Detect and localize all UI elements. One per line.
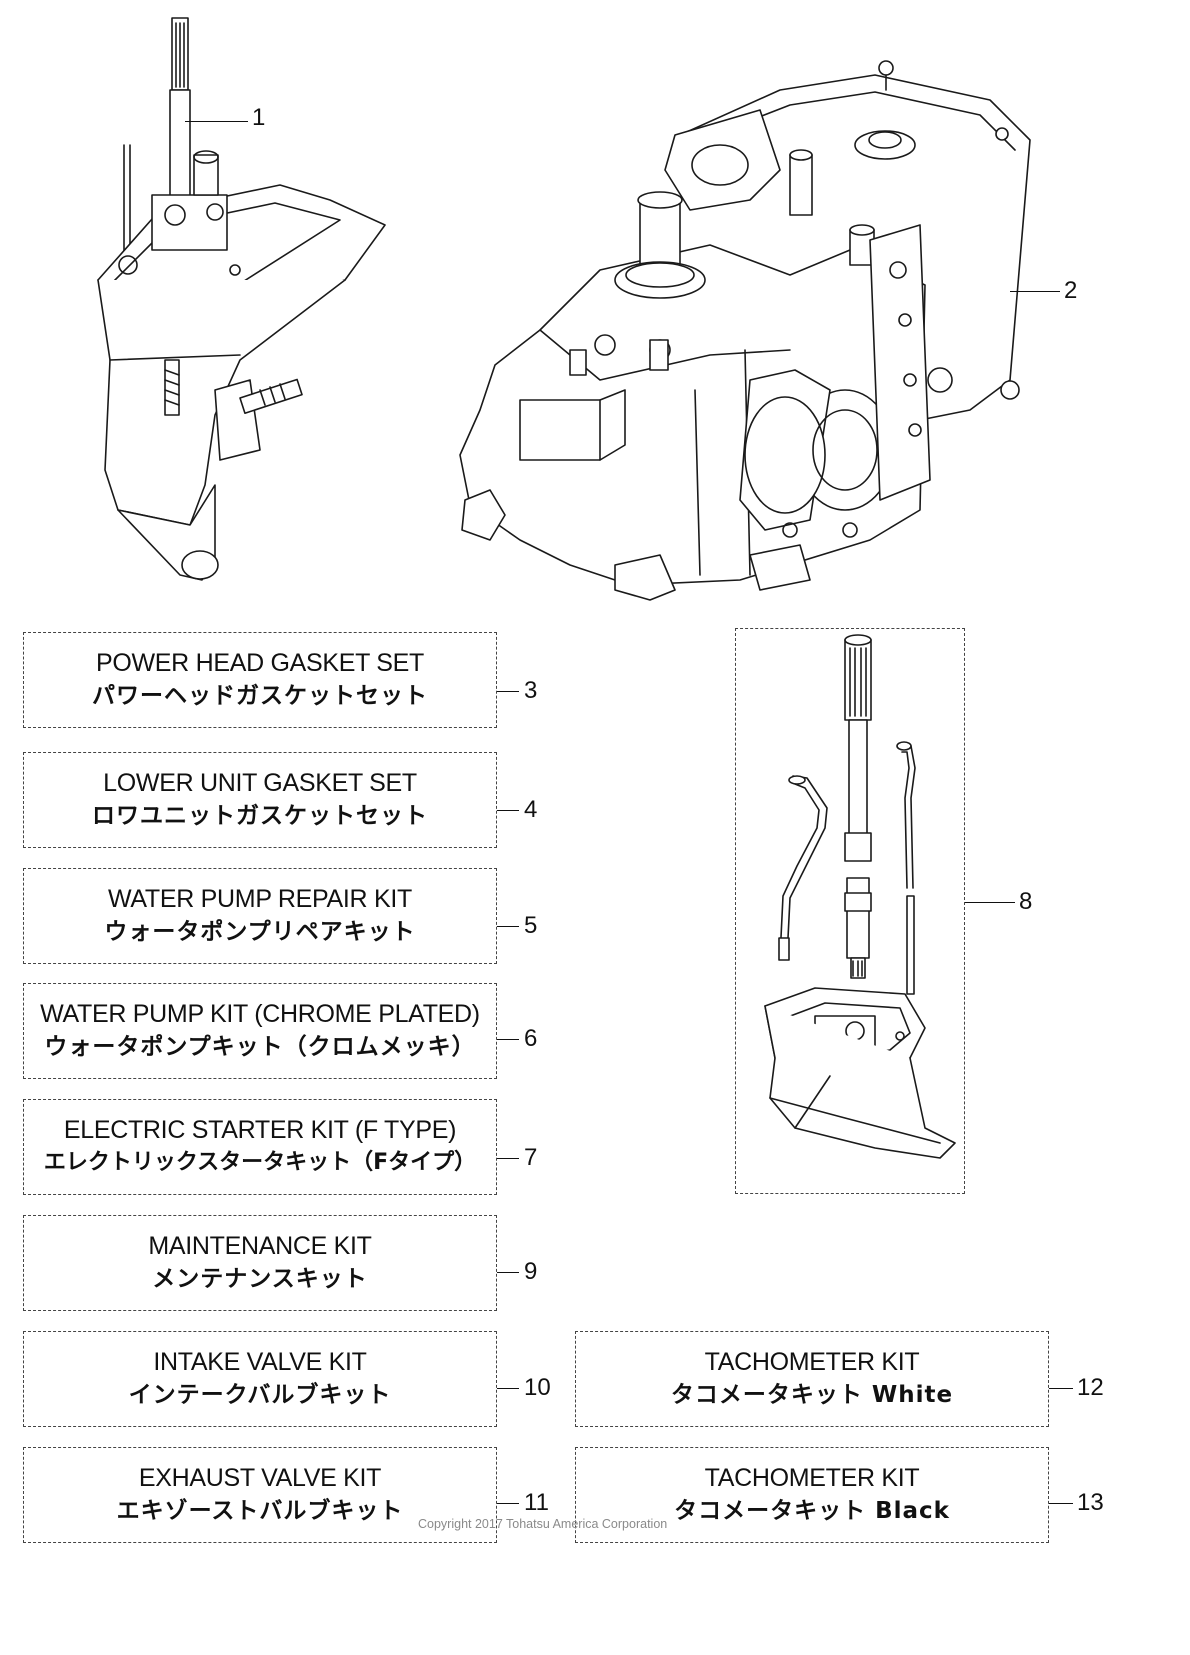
kit-box-water-pump-repair-kit: WATER PUMP REPAIR KIT ウォータポンプリペアキット: [23, 868, 497, 964]
leader-line-3: [497, 691, 519, 692]
kit-box-exhaust-valve-kit: EXHAUST VALVE KIT エキゾーストバルブキット: [23, 1447, 497, 1543]
kit-name-jp: タコメータキット White: [670, 1382, 954, 1408]
callout-5: 5: [524, 912, 538, 939]
kit-name-en: INTAKE VALVE KIT: [153, 1348, 367, 1376]
kit-name-en: ELECTRIC STARTER KIT (F TYPE): [63, 1116, 457, 1144]
leader-line-2: [1010, 291, 1060, 292]
kit-name-en: WATER PUMP KIT (CHROME PLATED): [40, 1000, 480, 1028]
kit-name-en: EXHAUST VALVE KIT: [138, 1464, 382, 1492]
kit-name-en: WATER PUMP REPAIR KIT: [108, 885, 412, 913]
power-head-drawing: [459, 60, 1031, 601]
callout-1: 1: [252, 104, 266, 131]
kit-box-intake-valve-kit: INTAKE VALVE KIT インテークバルブキット: [23, 1331, 497, 1427]
leader-line-9: [497, 1272, 519, 1273]
kit-name-jp: パワーヘッドガスケットセット: [92, 683, 428, 709]
leader-line-10: [497, 1388, 519, 1389]
kit-name-jp: インテークバルブキット: [128, 1382, 392, 1408]
callout-3: 3: [524, 677, 538, 704]
kit-name-en: LOWER UNIT GASKET SET: [103, 769, 417, 797]
kit-name-jp: メンテナンスキット: [152, 1266, 368, 1292]
leader-line-8: [965, 902, 1015, 903]
kit-name-jp: タコメータキット Black: [674, 1498, 950, 1524]
callout-4: 4: [524, 796, 538, 823]
leader-line-4: [497, 810, 519, 811]
kit-box-electric-starter-kit: ELECTRIC STARTER KIT (F TYPE) エレクトリックスター…: [23, 1099, 497, 1195]
callout-6: 6: [524, 1025, 538, 1052]
kit-box-tachometer-kit-black: TACHOMETER KIT タコメータキット Black: [575, 1447, 1049, 1543]
kit-box-tachometer-kit-white: TACHOMETER KIT タコメータキット White: [575, 1331, 1049, 1427]
leader-line-11: [497, 1503, 519, 1504]
kit-box-power-head-gasket-set: POWER HEAD GASKET SET パワーヘッドガスケットセット: [23, 632, 497, 728]
callout-2: 2: [1064, 277, 1078, 304]
callout-8: 8: [1019, 888, 1033, 915]
leader-line-7: [497, 1158, 519, 1159]
kit-name-jp: ロワユニットガスケットセット: [92, 803, 428, 829]
callout-11: 11: [524, 1489, 549, 1516]
leader-line-5: [497, 926, 519, 927]
callout-12: 12: [1077, 1374, 1104, 1401]
leader-line-12: [1049, 1388, 1073, 1389]
kit-name-jp: ウォータポンプリペアキット: [104, 919, 416, 945]
kit-name-jp: ウォータポンプキット（クロムメッキ）: [44, 1034, 476, 1060]
kit-name-en: TACHOMETER KIT: [704, 1348, 920, 1376]
kit-box-shaft-kit: [735, 628, 965, 1194]
callout-10: 10: [524, 1374, 551, 1401]
kit-name-en: MAINTENANCE KIT: [148, 1232, 372, 1260]
kit-name-jp: エキゾーストバルブキット: [116, 1498, 404, 1524]
kit-box-maintenance-kit: MAINTENANCE KIT メンテナンスキット: [23, 1215, 497, 1311]
callout-13: 13: [1077, 1489, 1104, 1516]
kit-name-en: POWER HEAD GASKET SET: [95, 649, 425, 677]
lower-unit-drawing: [97, 17, 386, 581]
callout-7: 7: [524, 1144, 538, 1171]
copyright-text: Copyright 2017 Tohatsu America Corporati…: [418, 1517, 668, 1531]
leader-line-1: [185, 121, 248, 122]
callout-9: 9: [524, 1258, 538, 1285]
kit-box-water-pump-kit-chrome: WATER PUMP KIT (CHROME PLATED) ウォータポンプキッ…: [23, 983, 497, 1079]
kit-name-en: TACHOMETER KIT: [704, 1464, 920, 1492]
kit-name-jp: エレクトリックスタータキット（Fタイプ）: [43, 1150, 477, 1175]
leader-line-6: [497, 1039, 519, 1040]
leader-line-13: [1049, 1503, 1073, 1504]
kit-box-lower-unit-gasket-set: LOWER UNIT GASKET SET ロワユニットガスケットセット: [23, 752, 497, 848]
shaft-kit-drawing: [764, 634, 956, 1159]
